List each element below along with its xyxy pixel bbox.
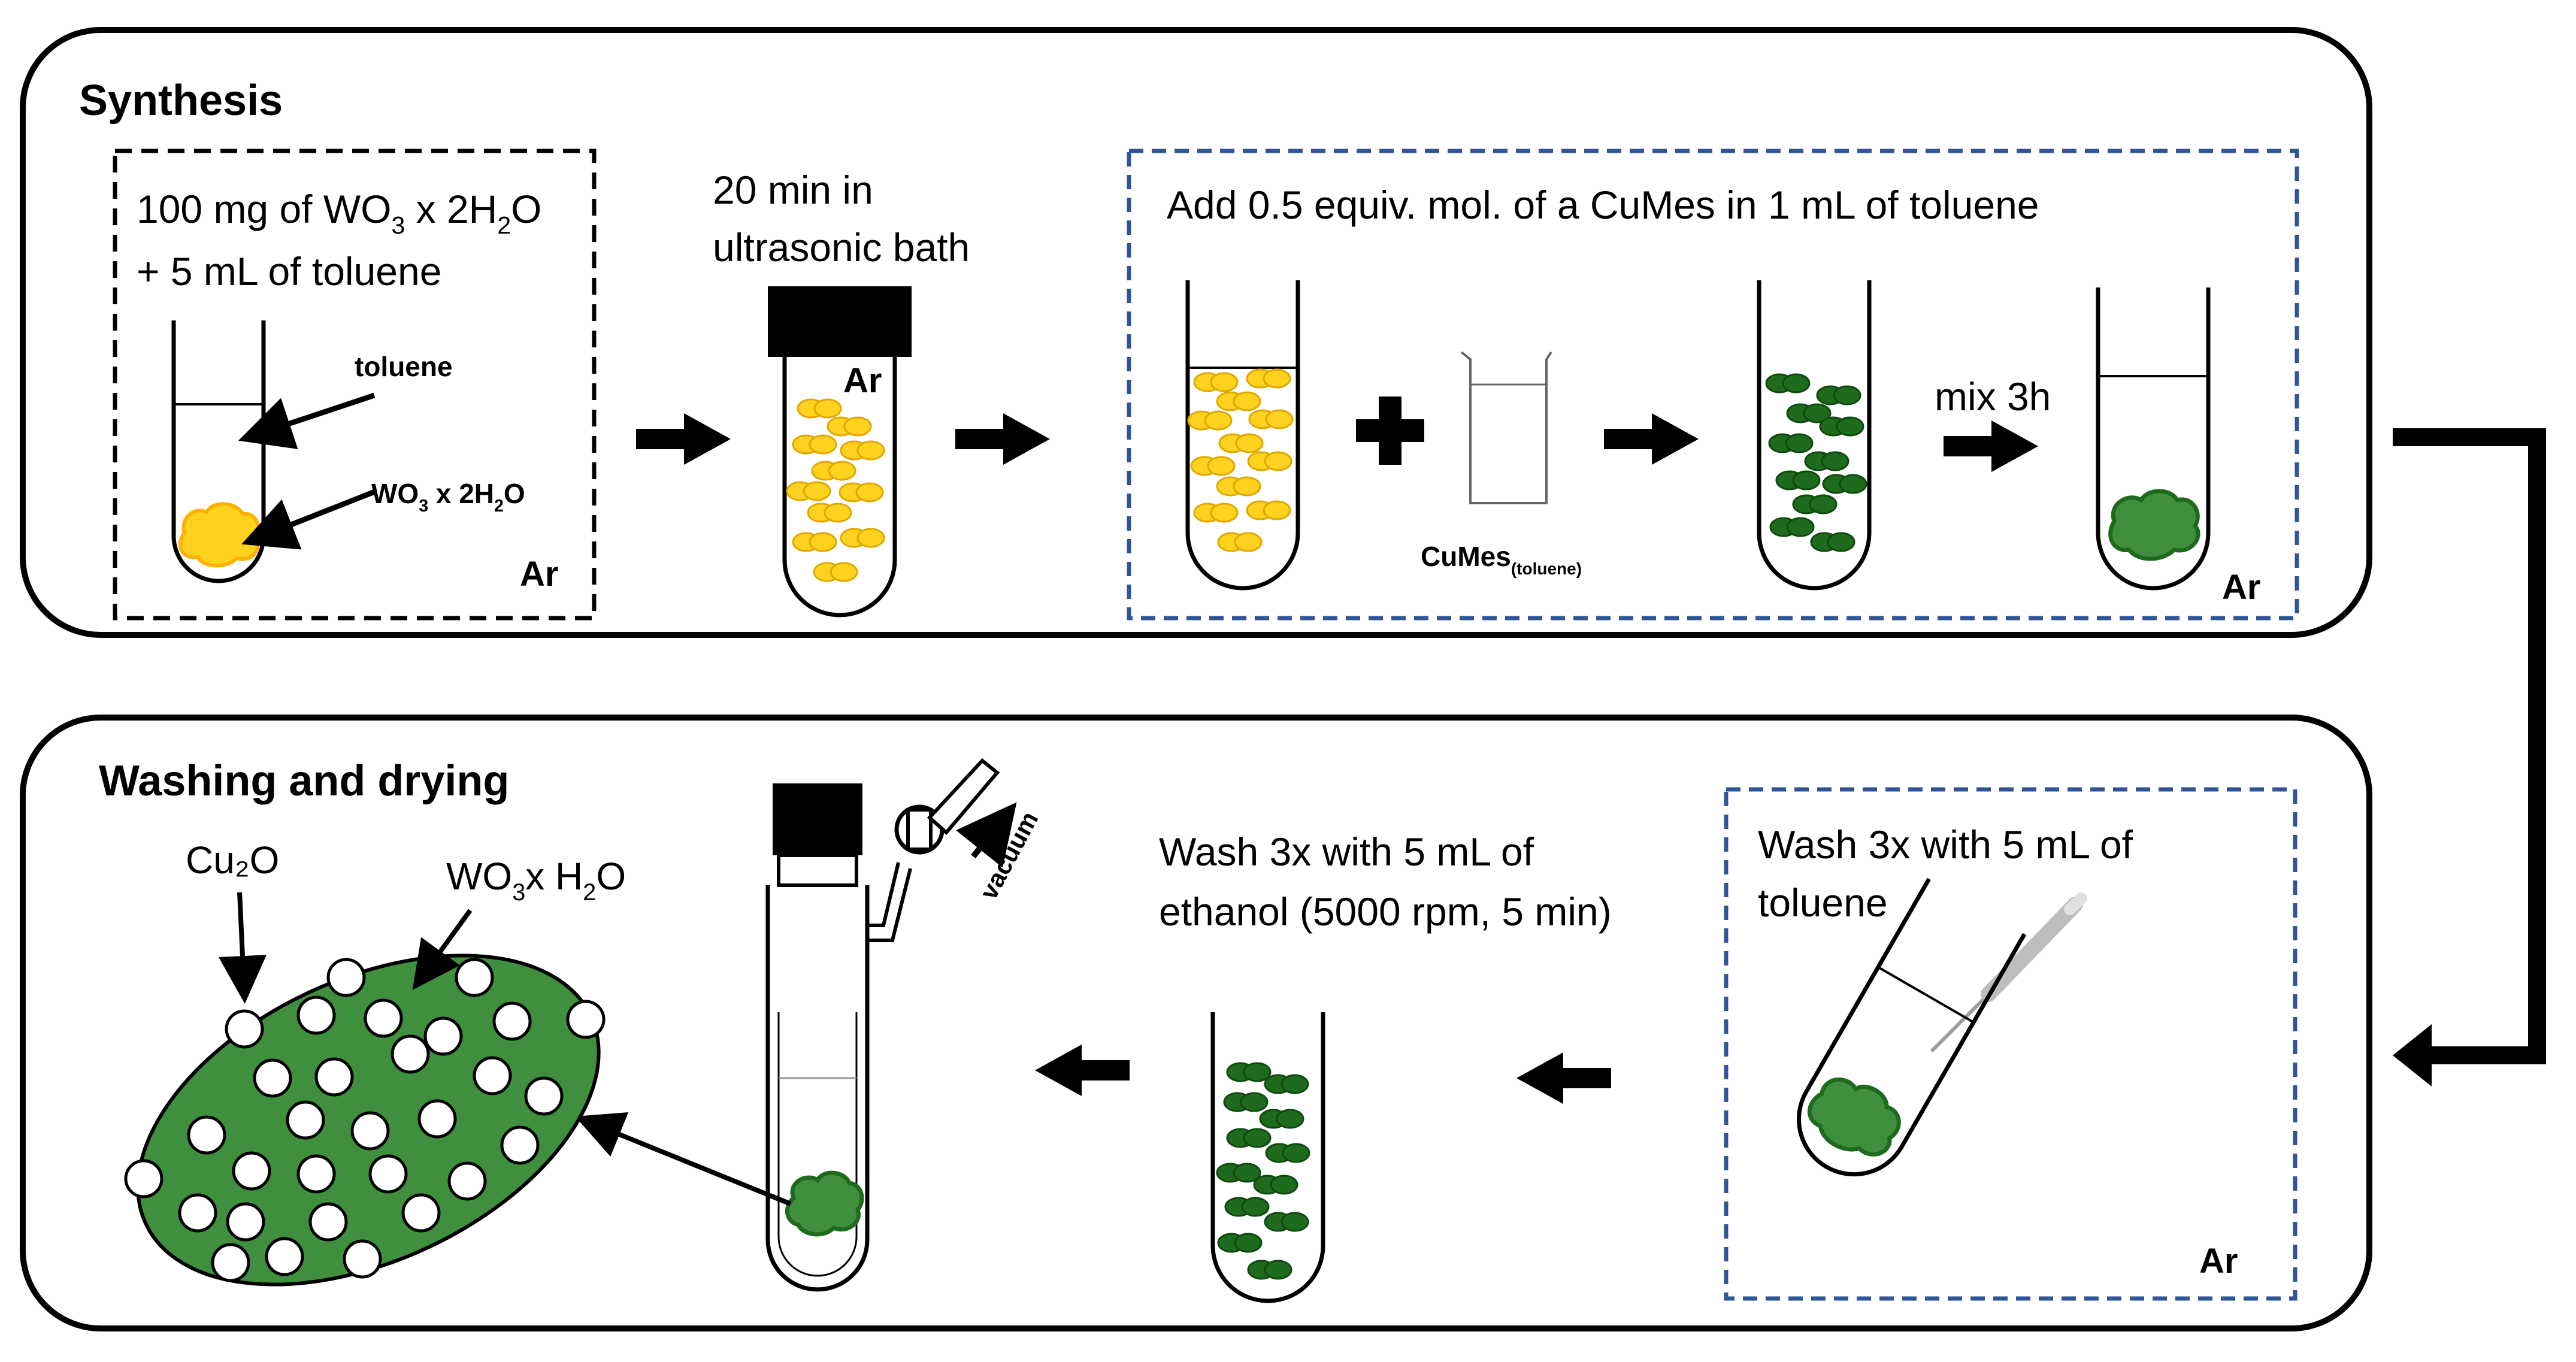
product-pointer — [575, 1112, 792, 1206]
ethanol-wash: Wash 3x with 5 mL of ethanol (5000 rpm, … — [1159, 830, 1612, 1303]
step1-test-tube — [171, 320, 266, 583]
arrow-mix — [1604, 413, 1699, 465]
toluene-pointer — [238, 392, 376, 449]
washing-panel: Washing and drying Wash 3x with 5 mL of … — [20, 715, 2372, 1331]
support-label: WO3x H2O — [446, 855, 626, 906]
step1-line2: + 5 mL of toluene — [137, 249, 441, 293]
step1-atmosphere: Ar — [520, 555, 558, 594]
toluene-wash-line2: toluene — [1758, 880, 1888, 925]
step2-atmosphere: Ar — [843, 361, 882, 400]
step3-product-tube — [2096, 287, 2211, 591]
solid-label: WO3 x 2H2O — [371, 478, 525, 516]
schlenk-tube — [765, 758, 1000, 1292]
cu2o-particles — [124, 958, 606, 1282]
step2: 20 min in ultrasonic bath Ar — [713, 168, 970, 618]
arrow-to-ethanol — [1516, 1052, 1611, 1104]
ethanol-tube — [1210, 1012, 1325, 1303]
toluene-wash-box: Wash 3x with 5 mL of toluene Ar — [1724, 787, 2297, 1301]
cumes-beaker — [1460, 351, 1552, 504]
ethanol-wash-line2: ethanol (5000 rpm, 5 min) — [1159, 889, 1612, 934]
arrow-to-drying — [1035, 1045, 1130, 1096]
plus-sign — [1356, 397, 1424, 465]
step1-line1: 100 mg of WO3 x 2H2O — [137, 187, 541, 239]
mix-label: mix 3h — [1935, 374, 2051, 419]
step3-atmosphere: Ar — [2222, 568, 2260, 607]
step2-line1: 20 min in — [713, 168, 873, 212]
solid-pointer — [241, 488, 377, 550]
step2-tube — [782, 357, 897, 618]
schlenk-cap — [773, 783, 862, 855]
step3-green-tube — [1757, 280, 1872, 591]
arrow-step1-to-step2 — [636, 413, 731, 465]
ethanol-wash-line1: Wash 3x with 5 mL of — [1159, 830, 1534, 874]
step2-cap — [768, 286, 912, 357]
synthesis-title: Synthesis — [79, 77, 283, 125]
toluene-wash-atmosphere: Ar — [2199, 1242, 2238, 1281]
step3-box: Add 0.5 equiv. mol. of a CuMes in 1 mL o… — [1127, 149, 2299, 621]
toluene-wash-line1: Wash 3x with 5 mL of — [1758, 822, 2133, 867]
synthesis-panel: Synthesis 100 mg of WO3 x 2H2O + 5 mL of… — [20, 27, 2372, 638]
vacuum-arrow — [955, 802, 1017, 868]
arrow-step2-to-step3 — [955, 413, 1050, 465]
cu2o-pointer — [219, 892, 267, 1004]
panel-connector — [2393, 428, 2546, 1086]
step3-header: Add 0.5 equiv. mol. of a CuMes in 1 mL o… — [1167, 183, 2039, 227]
toluene-label: toluene — [355, 351, 453, 382]
vacuum-label: vacuum — [974, 807, 1043, 904]
arrow-to-product — [1944, 420, 2038, 472]
cu2o-label: Cu₂O — [186, 839, 279, 882]
support-pointer — [412, 909, 473, 990]
step2-line2: ultrasonic bath — [713, 225, 970, 270]
cumes-label: CuMes(toluene) — [1421, 541, 1582, 578]
step1-box: 100 mg of WO3 x 2H2O + 5 mL of toluene t… — [113, 149, 597, 621]
pipette — [1930, 892, 2087, 1053]
ethanol-particles — [1216, 1062, 1310, 1280]
step3-yellow-tube — [1185, 280, 1300, 591]
tilted-tube — [1797, 877, 2027, 1177]
washing-title: Washing and drying — [99, 757, 509, 805]
step2-particles — [786, 398, 885, 582]
